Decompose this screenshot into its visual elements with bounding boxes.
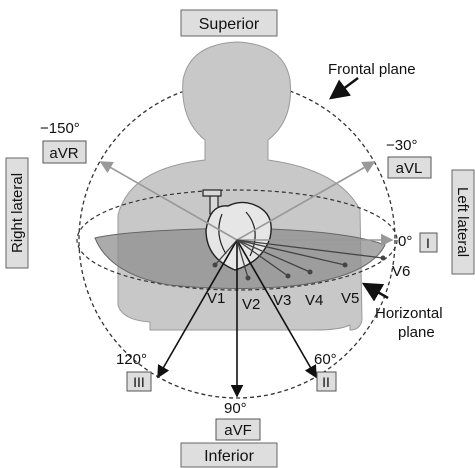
horizontal-plane-label-line2: plane xyxy=(398,324,435,341)
lead-v6-label: V6 xyxy=(392,263,410,280)
lead-avl-label: aVL xyxy=(396,160,423,177)
angle-zero: 0° xyxy=(398,233,412,250)
angle-90: 90° xyxy=(224,400,247,417)
lead-v5-label: V5 xyxy=(341,290,359,307)
lead-ii-label: II xyxy=(322,374,330,390)
frontal-plane-label: Frontal plane xyxy=(328,61,416,78)
lead-avr-label: aVR xyxy=(49,145,78,162)
frontal-plane-pointer xyxy=(331,78,358,98)
right-lateral-label: Right lateral xyxy=(9,173,26,253)
left-lateral-label: Left lateral xyxy=(454,187,471,257)
angle-minus150: −150° xyxy=(40,120,80,137)
inferior-label: Inferior xyxy=(204,448,254,465)
lead-v1-label: V1 xyxy=(207,290,225,307)
lead-v3-label: V3 xyxy=(273,292,291,309)
lead-iii-label: III xyxy=(133,374,145,390)
lead-v4-label: V4 xyxy=(305,292,323,309)
angle-120: 120° xyxy=(116,351,147,368)
angle-60: 60° xyxy=(314,351,337,368)
horizontal-plane-pointer xyxy=(364,284,388,298)
lead-i-label: I xyxy=(426,235,430,251)
horizontal-plane-label-line1: Horizontal xyxy=(375,305,443,322)
superior-label: Superior xyxy=(199,16,260,33)
lead-avf-label: aVF xyxy=(224,422,252,439)
lead-v2-label: V2 xyxy=(242,296,260,313)
angle-minus30: −30° xyxy=(386,137,417,154)
